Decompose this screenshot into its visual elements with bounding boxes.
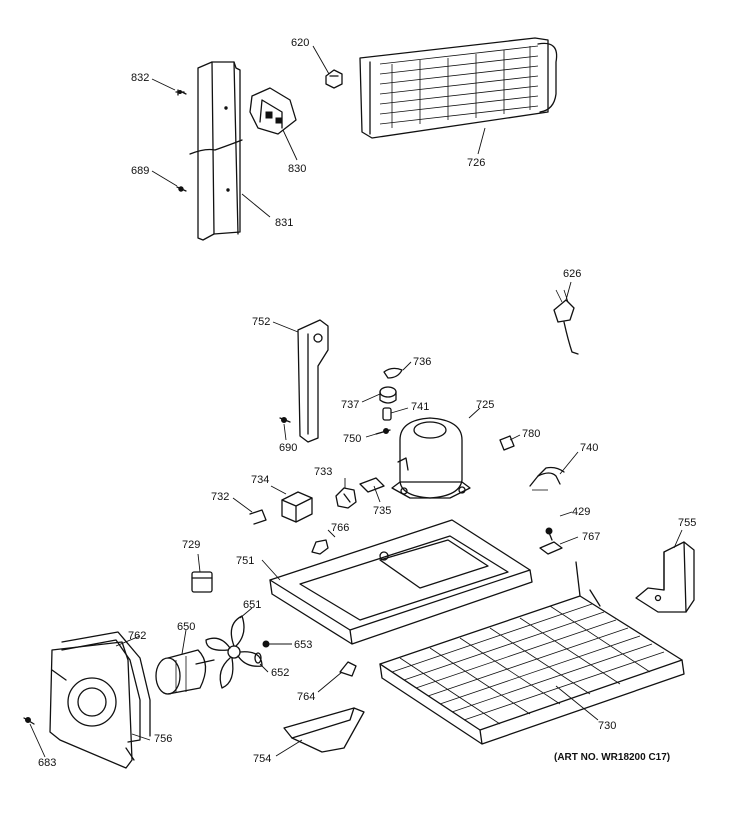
- leader-lines: [29, 45, 683, 758]
- screw-689: [176, 186, 187, 192]
- label-767: 767: [582, 531, 600, 543]
- label-733: 733: [314, 466, 332, 478]
- capacitor-729: [191, 571, 213, 593]
- label-736: 736: [413, 356, 431, 368]
- washer-652: [254, 652, 262, 664]
- screw-690: [279, 417, 291, 423]
- label-755: 755: [678, 517, 696, 529]
- screw-683: [23, 717, 35, 725]
- label-690: 690: [279, 442, 297, 454]
- screw-429: [545, 527, 553, 541]
- drain-pan-754: [283, 707, 365, 753]
- clip-780: [499, 435, 515, 451]
- label-762: 762: [128, 630, 146, 642]
- art-number: (ART NO. WR18200 C17): [554, 752, 670, 763]
- clip-736: [383, 367, 403, 379]
- label-754: 754: [253, 753, 271, 765]
- clip-767: [539, 541, 563, 555]
- condenser-726: [359, 37, 558, 139]
- part-labels: 832 689 831 830 620 726 626 752 736 737 …: [38, 37, 696, 769]
- knob-620: [325, 69, 343, 89]
- label-734: 734: [251, 474, 269, 486]
- label-689: 689: [131, 165, 149, 177]
- clamp-766: [311, 539, 329, 555]
- label-650: 650: [177, 621, 195, 633]
- label-832: 832: [131, 72, 149, 84]
- label-620: 620: [291, 37, 309, 49]
- coil-730: [379, 561, 685, 745]
- clip-764: [339, 661, 357, 677]
- label-751: 751: [236, 555, 254, 567]
- base-pan-751: [269, 519, 533, 645]
- screw-832: [175, 89, 187, 96]
- label-683: 683: [38, 757, 56, 769]
- label-726: 726: [467, 157, 485, 169]
- relay-734: [281, 491, 313, 523]
- compressor-725: [391, 417, 471, 499]
- label-652: 652: [271, 667, 289, 679]
- fan-housing-756: [49, 641, 135, 769]
- label-729: 729: [182, 539, 200, 551]
- label-651: 651: [243, 599, 261, 611]
- brace-752: [297, 319, 329, 443]
- cover-735: [359, 477, 385, 493]
- label-735: 735: [373, 505, 391, 517]
- label-752: 752: [252, 316, 270, 328]
- label-830: 830: [288, 163, 306, 175]
- power-cord-626: [553, 289, 579, 355]
- label-725: 725: [476, 399, 494, 411]
- clip-732: [249, 509, 267, 525]
- label-756: 756: [154, 733, 172, 745]
- sleeve-741: [382, 407, 392, 421]
- label-732: 732: [211, 491, 229, 503]
- label-741: 741: [411, 401, 429, 413]
- label-626: 626: [563, 268, 581, 280]
- relay-830: [249, 87, 297, 135]
- label-740: 740: [580, 442, 598, 454]
- grommet-737: [379, 386, 397, 404]
- label-429: 429: [572, 506, 590, 518]
- label-780: 780: [522, 428, 540, 440]
- label-737: 737: [341, 399, 359, 411]
- bracket-755: [635, 541, 695, 613]
- label-766: 766: [331, 522, 349, 534]
- fan-blade-651: [205, 615, 263, 689]
- label-764: 764: [297, 691, 315, 703]
- label-750: 750: [343, 433, 361, 445]
- bracket-831: [189, 61, 243, 241]
- label-653: 653: [294, 639, 312, 651]
- nut-653: [262, 640, 270, 648]
- label-730: 730: [598, 720, 616, 732]
- fan-motor-650: [155, 649, 215, 695]
- overload-733: [335, 487, 357, 509]
- tube-740: [529, 466, 565, 491]
- shroud-762: [61, 631, 151, 743]
- label-831: 831: [275, 217, 293, 229]
- bolt-750: [375, 428, 391, 435]
